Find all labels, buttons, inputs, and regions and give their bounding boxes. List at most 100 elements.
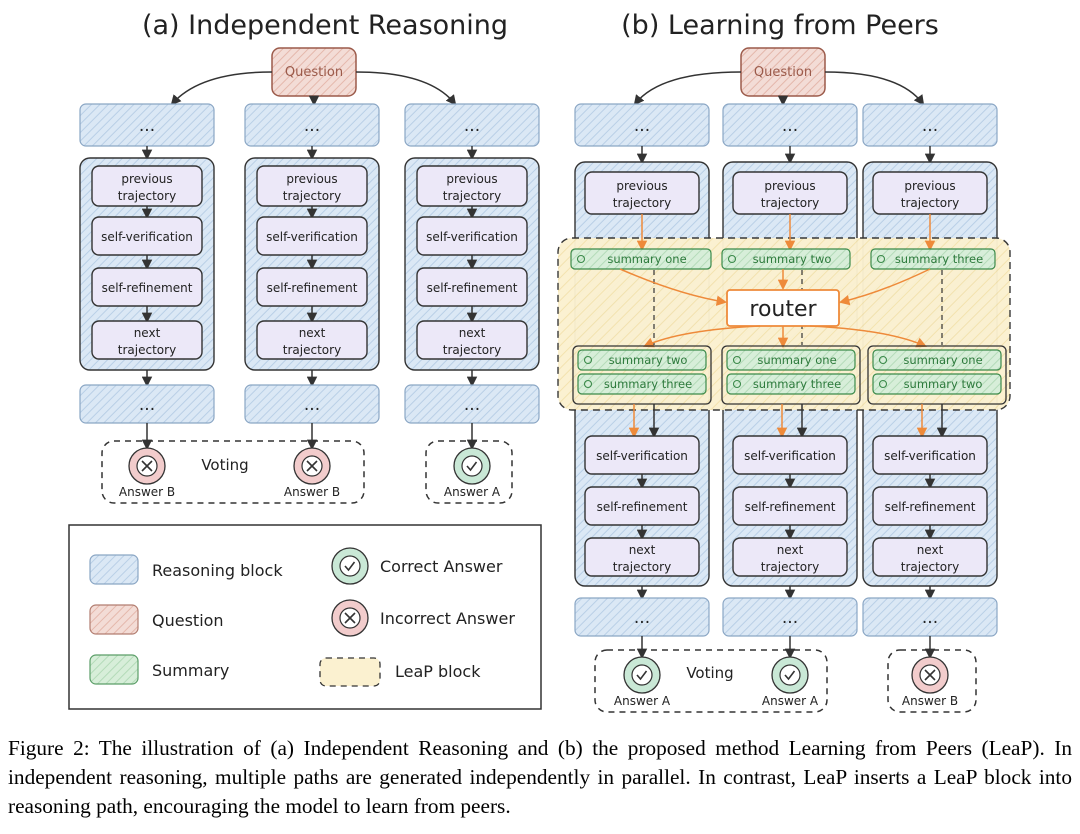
panel-b-col1-received-1	[577, 349, 707, 371]
panel-b-col2-step-3-label-line2: trajectory	[761, 560, 819, 574]
panel-b-col3-step-3	[872, 537, 988, 577]
panel-b-summary-top-3-label: summary three	[895, 252, 983, 266]
panel-a-col1-step-4-label-line1: next	[134, 326, 161, 340]
orange-arrow-from-router-3	[809, 325, 927, 348]
panel-a-voting-label: Voting	[201, 456, 248, 474]
panel-b-summary-top-3-dot	[876, 254, 886, 264]
panel-a-col1-step-4-label-line2: trajectory	[118, 343, 176, 357]
panel-a-question-label: Question	[285, 65, 343, 80]
panel-b-col2-step-3	[732, 537, 848, 577]
panel-a-col2-answer-cross	[306, 460, 318, 472]
panel-a-col1-step-1-label-line2: trajectory	[118, 189, 176, 203]
legend-correct-label: Correct Answer	[380, 557, 503, 576]
orange-arrow-to-router-1	[619, 268, 728, 306]
panel-b-col1-received-2-dot	[583, 379, 593, 389]
panel-b-col3-received-1-label: summary one	[903, 353, 982, 367]
panel-b-col2-received-2-label: summary three	[753, 377, 841, 391]
panel-a-col1-step-4	[91, 320, 203, 360]
panel-a-col1-bottom-ellipsis-text: ...	[139, 395, 155, 415]
panel-b-col3-step-3-label-line2: trajectory	[901, 560, 959, 574]
panel-a-col1-answer: Answer B	[119, 447, 175, 499]
panel-a-col3-step-4	[416, 320, 528, 360]
panel-b-summary-top-1-label: summary one	[607, 252, 686, 266]
panel-a-col2-step-3-label: self-refinement	[267, 281, 358, 295]
panel-a-col2-top-ellipsis-text: ...	[304, 116, 320, 136]
panel-b-col1-received-1-dot	[583, 355, 593, 365]
panel-b-col2-received-group	[721, 345, 861, 405]
panel-b-summary-top-2-label: summary two	[753, 252, 832, 266]
panel-a-col3-answer: Answer A	[444, 447, 501, 499]
panel-a-col1-step-1-label-line1: previous	[121, 172, 172, 186]
panel-b-col3-top-ellipsis-text: ...	[922, 116, 938, 136]
panel-b-col1-received-2	[577, 373, 707, 395]
panel-a-col3-answer-check	[466, 461, 478, 472]
orange-arrow-to-router-3	[838, 268, 931, 306]
panel-b-col2-step-2-label: self-refinement	[745, 500, 836, 514]
panel-a-col1-step-3-label: self-refinement	[102, 281, 193, 295]
panel-a-col2-step-1-label-line1: previous	[286, 172, 337, 186]
panel-b-col3-answer-label: Answer B	[902, 694, 958, 708]
panel-b-col2-received-1	[726, 349, 856, 371]
panel-b-col3-previous-label-line2: trajectory	[901, 196, 959, 210]
panel-a-col3-step-2-label: self-verification	[426, 230, 518, 244]
legend-question-swatch	[89, 604, 139, 635]
panel-a-col2-step-4-label-line2: trajectory	[283, 343, 341, 357]
panel-b-title: (b) Learning from Peers	[621, 10, 939, 41]
panel-b-single-group	[887, 649, 977, 713]
legend-summary-label: Summary	[152, 661, 229, 680]
legend-leap-swatch	[319, 657, 381, 687]
panel-b-col3-step-2-label: self-refinement	[885, 500, 976, 514]
legend-reasoning-label: Reasoning block	[152, 561, 283, 580]
panel-b-col1-step-1-label: self-verification	[596, 449, 688, 463]
panel-a-col2-answer: Answer B	[284, 447, 340, 499]
legend-incorrect-label: Incorrect Answer	[380, 609, 515, 628]
panel-a-col2-answer-label: Answer B	[284, 485, 340, 499]
panel-b-col2-previous-label-line2: trajectory	[761, 196, 819, 210]
panel-a-col3-bottom-ellipsis-text: ...	[464, 395, 480, 415]
panel-b-col1-previous-label-line2: trajectory	[613, 196, 671, 210]
panel-a-col1-top-ellipsis-text: ...	[139, 116, 155, 136]
panel-a-col2-step-2-label: self-verification	[266, 230, 358, 244]
panel-b-col1-step-3	[584, 537, 700, 577]
panel-b-col3-answer: Answer B	[902, 656, 958, 708]
panel-b-col3-step-3-label-line1: next	[917, 543, 944, 557]
panel-b-question: Question	[740, 47, 826, 97]
panel-a-col2-step-4-label-line1: next	[299, 326, 326, 340]
panel-b-col1-step-3-label-line1: next	[629, 543, 656, 557]
panel-b-col2-step-3-label-line1: next	[777, 543, 804, 557]
panel-b-col3-received-2-label: summary two	[904, 377, 983, 391]
panel-b-col2-step-1-label: self-verification	[744, 449, 836, 463]
panel-b-voting-label: Voting	[686, 664, 733, 682]
panel-b-voting-group	[594, 649, 828, 713]
panel-a-col1-step-2-label: self-verification	[101, 230, 193, 244]
panel-b-col2-answer-inner	[779, 664, 801, 686]
panel-b-col2-received-2-dot	[732, 379, 742, 389]
legend-leap-label: LeaP block	[395, 662, 481, 681]
panel-b-col3-received-group	[867, 345, 1007, 405]
panel-a-col3-top-ellipsis-text: ...	[464, 116, 480, 136]
panel-b-col1-received-1-label: summary two	[609, 353, 688, 367]
panel-b-col1-received-group	[572, 345, 712, 405]
panel-b-col2-answer-check	[784, 670, 796, 681]
panel-b-col1-answer: Answer A	[614, 656, 671, 708]
legend-reasoning-swatch	[89, 554, 139, 585]
panel-b-col1-answer-label: Answer A	[614, 694, 671, 708]
panel-b-col1-top-ellipsis-text: ...	[634, 116, 650, 136]
panel-a-col3-answer-label: Answer A	[444, 485, 501, 499]
panel-a-col2-step-4	[256, 320, 368, 360]
legend-question-label: Question	[152, 611, 224, 630]
panel-b-summary-top-2	[721, 248, 851, 270]
panel-b-col1-previous-label-line1: previous	[616, 179, 667, 193]
figure-caption: Figure 2: The illustration of (a) Indepe…	[8, 736, 1072, 818]
panel-b-summary-top-3	[870, 248, 996, 270]
legend-box	[68, 524, 542, 710]
panel-a-col1-answer-cross	[141, 460, 153, 472]
panel-b-col2-received-1-label: summary one	[757, 353, 836, 367]
panel-a-col1-answer-label: Answer B	[119, 485, 175, 499]
panel-a-col3-step-1-label-line2: trajectory	[443, 189, 501, 203]
panel-b-col3-received-2	[872, 373, 1002, 395]
panel-b-col1-step-3-label-line2: trajectory	[613, 560, 671, 574]
panel-b-col2-answer: Answer A	[762, 656, 819, 708]
panel-b-summary-top-1-dot	[576, 254, 586, 264]
panel-b-col3-previous-label-line1: previous	[904, 179, 955, 193]
